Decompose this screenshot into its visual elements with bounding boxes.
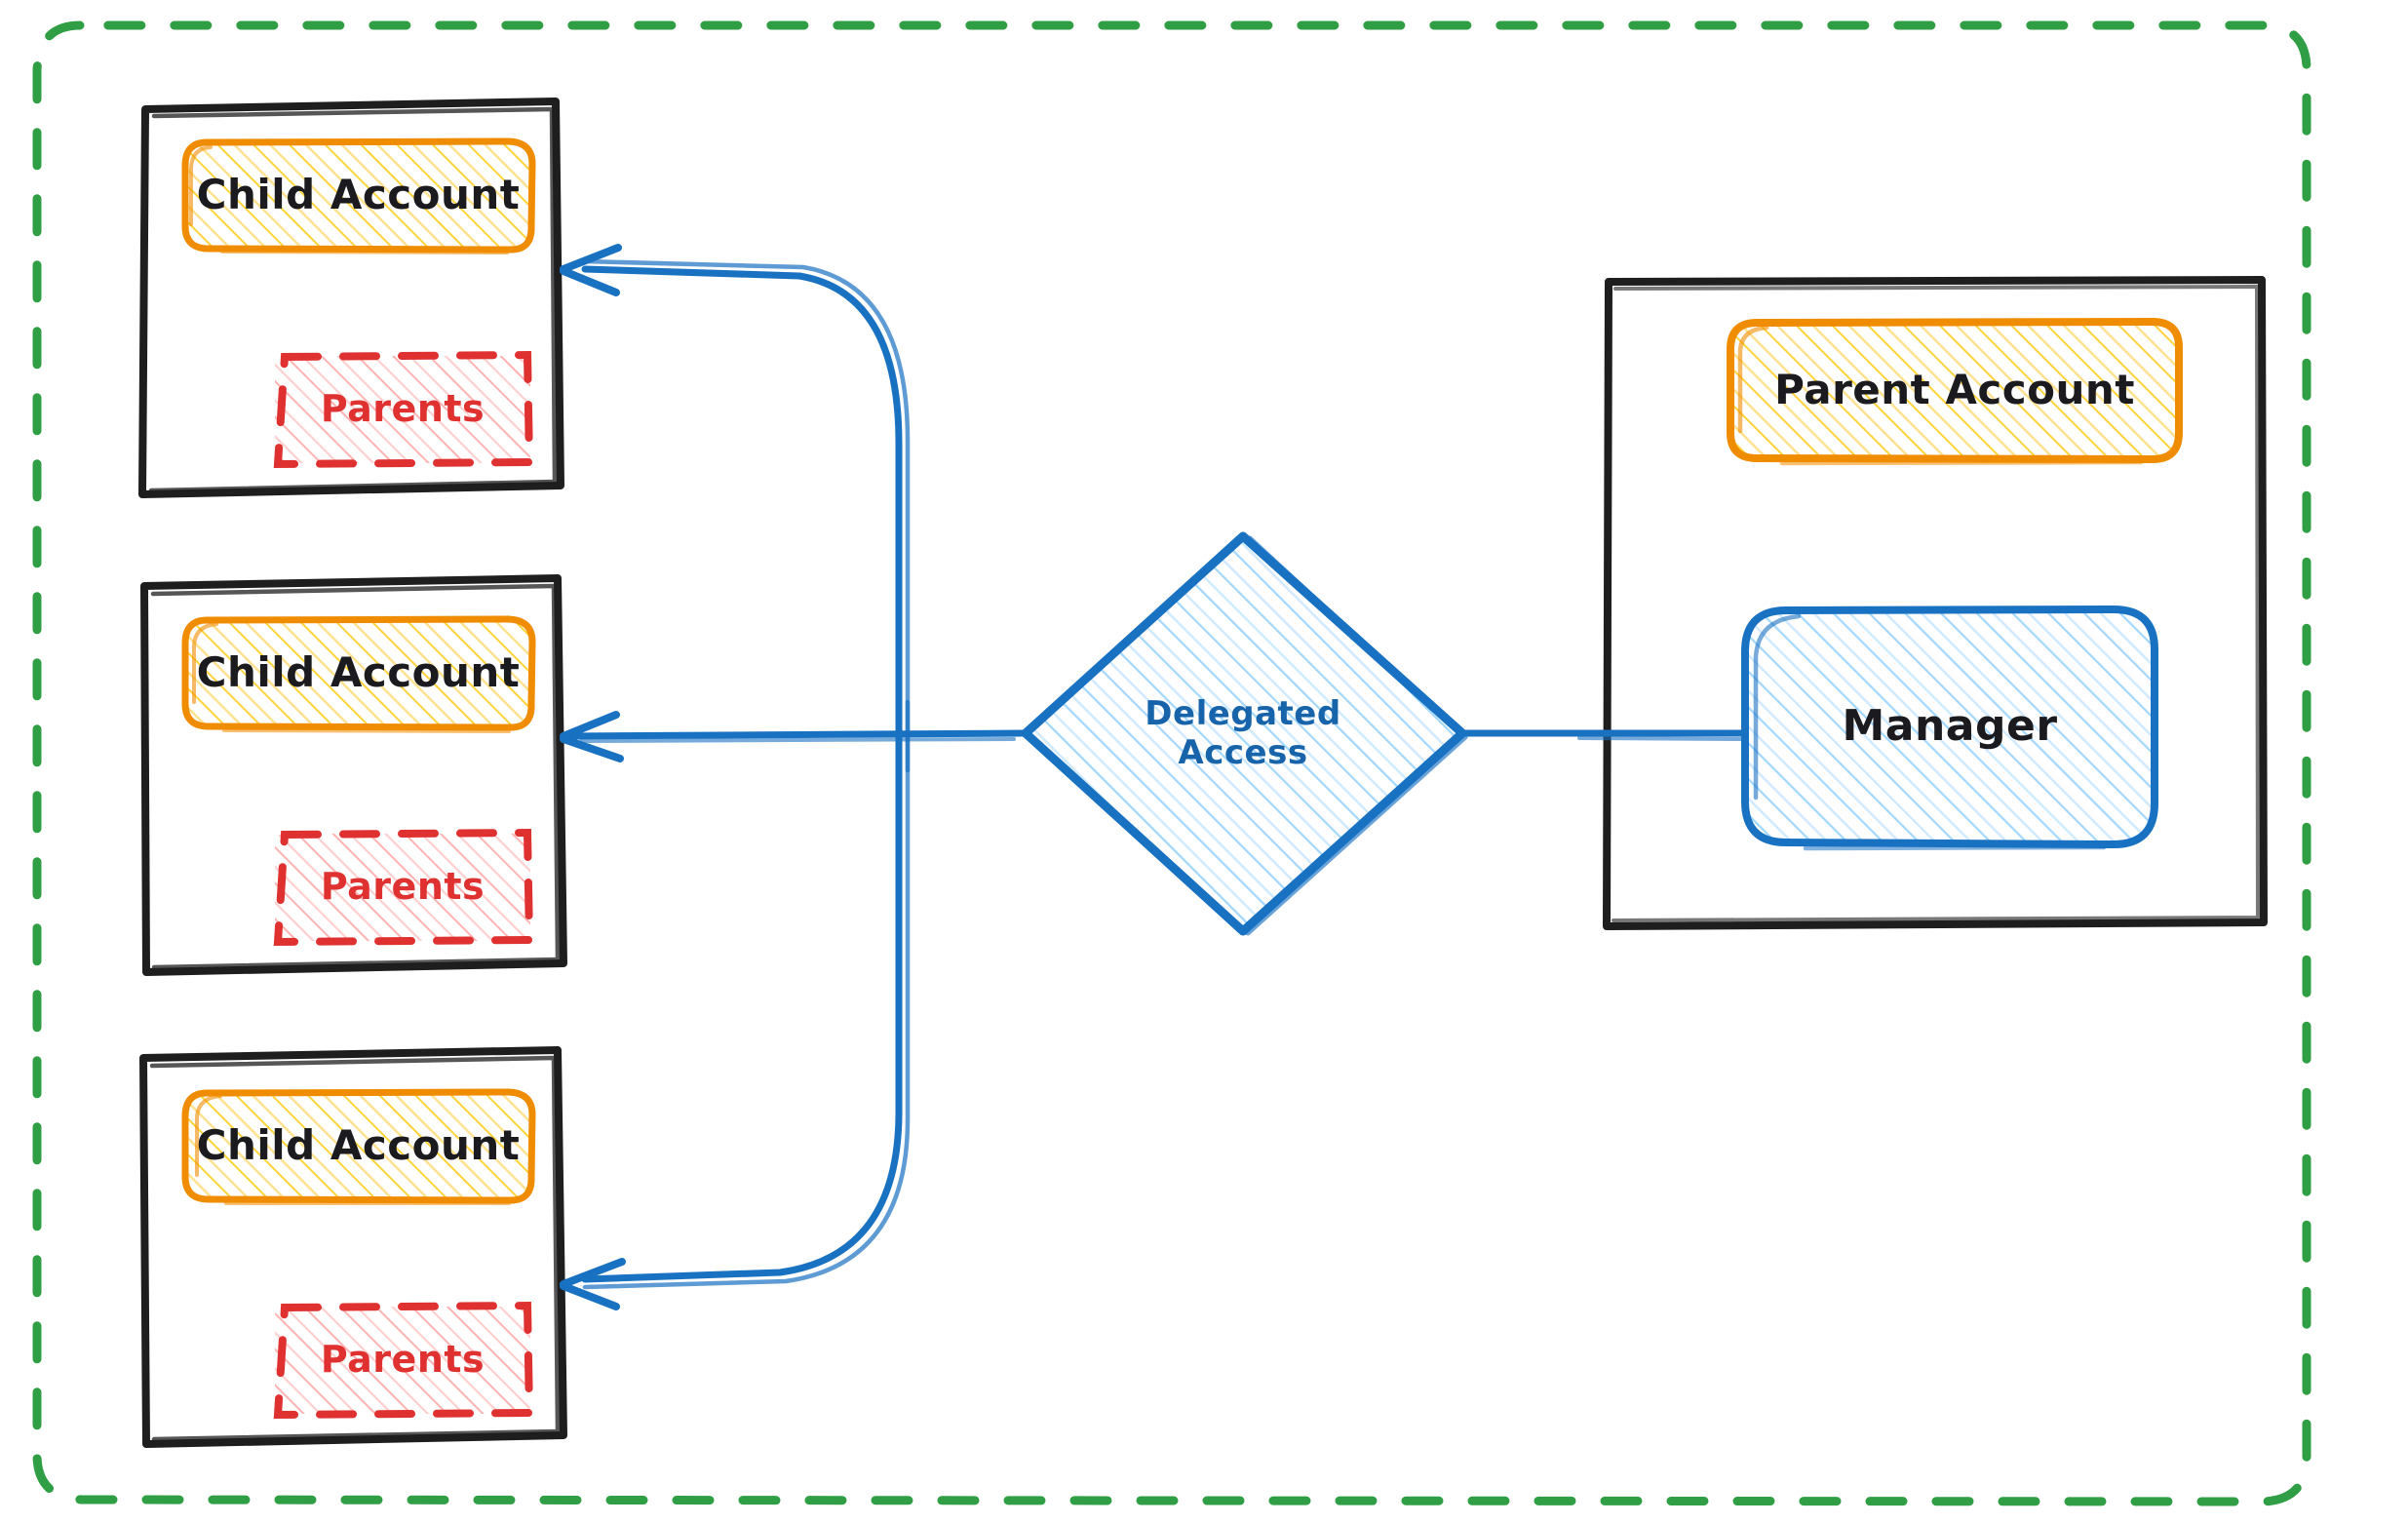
child-account-container-3 xyxy=(139,1046,567,1448)
connector-manager-to-delegated xyxy=(1460,729,1749,741)
delegated-access-label: Delegated Access xyxy=(1145,694,1341,772)
child-account-box-3 xyxy=(181,1088,536,1205)
child-account-box-1 xyxy=(181,137,536,254)
connector-delegated-to-child-2 xyxy=(560,711,1028,762)
child-account-label-3: Child Account xyxy=(196,1120,521,1169)
child-account-label-2: Child Account xyxy=(196,647,521,696)
parents-box-1 xyxy=(273,350,534,469)
parent-account-box xyxy=(1727,317,2183,466)
organization-boundary xyxy=(32,20,2311,1506)
parents-label-1: Parents xyxy=(320,387,485,431)
delegated-access-diamond xyxy=(1021,531,1468,936)
connector-delegated-to-child-1 xyxy=(560,244,911,774)
manager-box xyxy=(1741,605,2158,851)
parents-box-3 xyxy=(273,1301,534,1420)
child-account-container-2 xyxy=(140,574,567,976)
child-account-box-2 xyxy=(181,615,536,733)
parent-account-label: Parent Account xyxy=(1774,365,2135,413)
parents-label-3: Parents xyxy=(320,1338,485,1382)
child-account-container-1 xyxy=(138,98,564,498)
manager-label: Manager xyxy=(1842,700,2058,751)
parents-label-2: Parents xyxy=(320,865,485,909)
parent-account-container xyxy=(1603,276,2268,930)
child-account-label-1: Child Account xyxy=(196,170,521,218)
parents-box-2 xyxy=(273,828,534,947)
connector-delegated-to-child-3 xyxy=(560,698,911,1310)
